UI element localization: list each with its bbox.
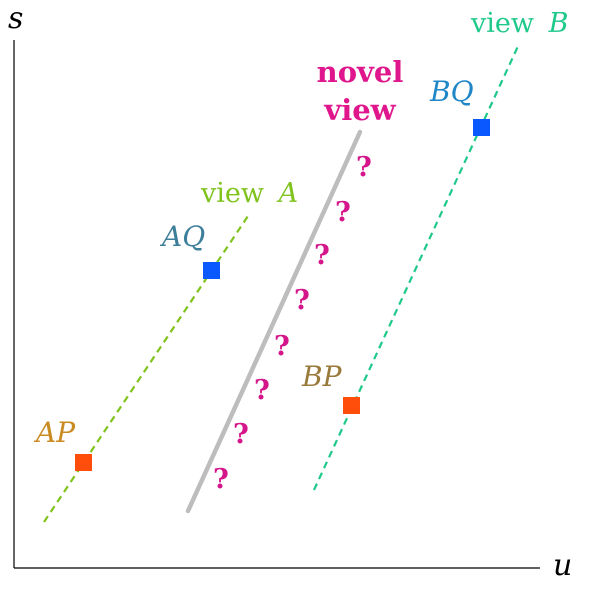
view-b-label-var: B [548,8,569,39]
view-b-label: view B [470,8,568,39]
question-mark: ? [314,240,330,271]
u-axis-label: u [553,548,572,583]
point-ap-marker [75,454,92,471]
view-a-label-var: A [276,178,299,209]
s-axis-label: s [8,1,23,36]
point-aq-marker [203,262,220,279]
question-mark: ? [356,152,372,183]
point-bp-marker [343,397,360,414]
view-a-label: view A [200,178,298,209]
question-mark: ? [294,285,310,316]
question-mark: ? [335,197,351,228]
novel-view-label-line2: view [323,93,396,127]
novel-view-line [185,129,363,514]
unknown-marks: ? ? ? ? ? ? ? ? [213,152,372,495]
question-mark: ? [233,419,249,450]
view-b-line [313,43,520,491]
question-mark: ? [274,331,290,362]
point-ap-label: AP [33,416,76,449]
point-bq-marker [473,119,490,136]
point-aq-label: AQ [159,220,205,253]
novel-view-label-line1: novel [317,55,404,89]
view-b-label-prefix: view [470,8,543,39]
question-mark: ? [254,375,270,406]
view-a-label-prefix: view [200,178,273,209]
point-bq-label: BQ [429,75,474,108]
point-bp-label: BP [301,360,343,393]
question-mark: ? [213,464,229,495]
